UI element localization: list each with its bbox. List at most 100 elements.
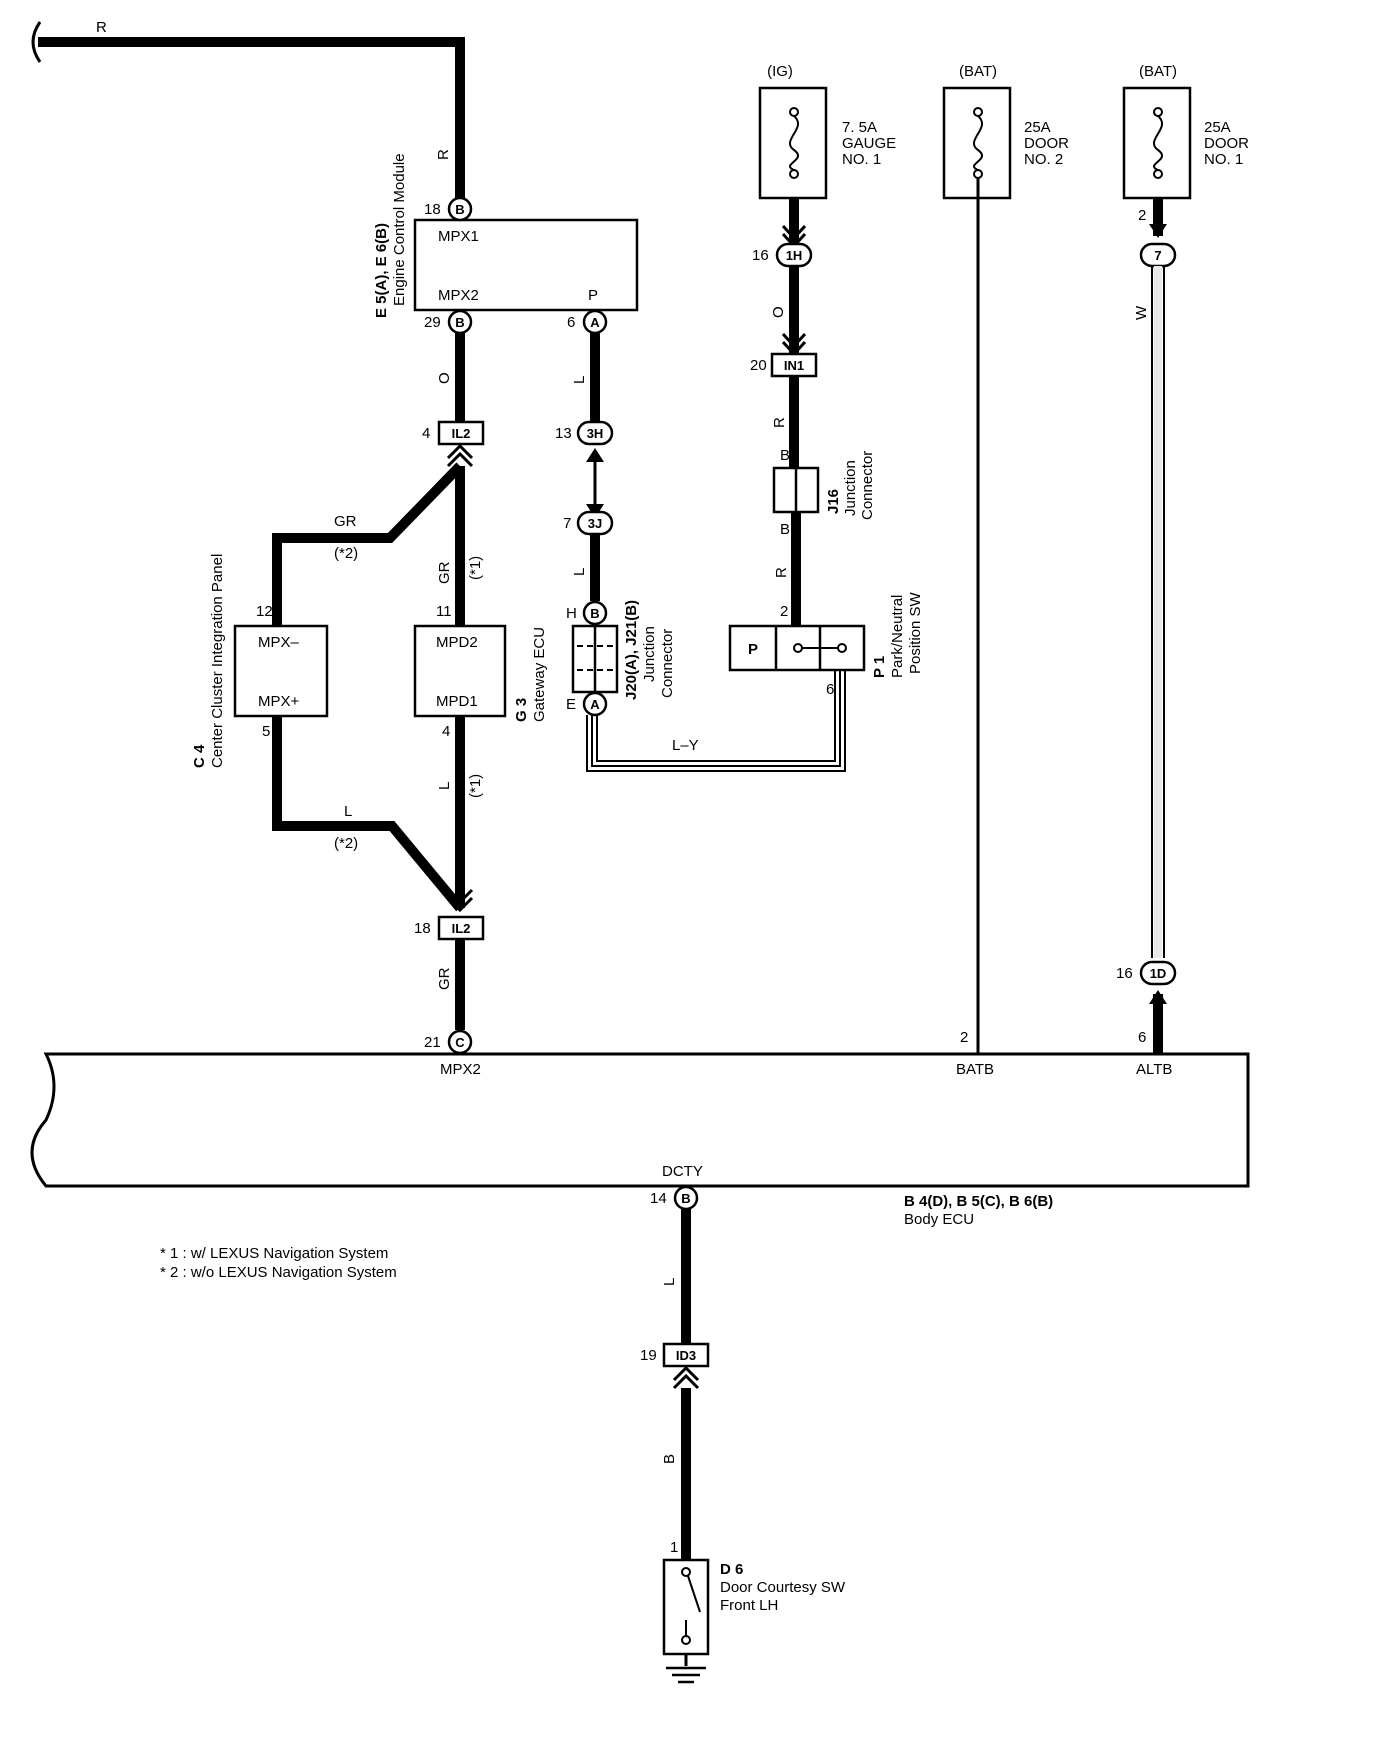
c4-mpx-minus: MPX– bbox=[258, 634, 300, 651]
pin-number: 1 bbox=[670, 1539, 678, 1556]
connector-label: A bbox=[590, 315, 600, 330]
connector-label: IL2 bbox=[452, 921, 471, 936]
wire-label: O bbox=[436, 372, 453, 384]
fuse-amp: 25A bbox=[1024, 119, 1051, 136]
wire-label: R bbox=[771, 417, 788, 428]
wire-label: L bbox=[436, 782, 453, 790]
connector-label: B bbox=[455, 202, 464, 217]
footnotes: * 1 : w/ LEXUS Navigation System * 2 : w… bbox=[160, 1245, 397, 1281]
body-ecu: C 21 MPX2 2 BATB ALTB DCTY B 14 B 4(D), … bbox=[30, 1029, 1250, 1228]
wire-label: O bbox=[770, 306, 787, 318]
fuse-door-no2: (BAT) 25A DOOR NO. 2 bbox=[942, 63, 1069, 1054]
engine-control-module: MPX1 MPX2 P E 5(A), E 6(B) Engine Contro… bbox=[373, 153, 639, 335]
wire-label: B bbox=[780, 521, 790, 538]
il2-bottom-connector: IL2 18 GR bbox=[414, 888, 485, 1030]
top-r-wire: R R bbox=[31, 19, 465, 200]
p1-ref: P 1 bbox=[871, 656, 888, 678]
g3-ref: G 3 bbox=[513, 698, 530, 722]
fuse-name: DOOR bbox=[1024, 135, 1069, 152]
fuse-name: NO. 2 bbox=[1024, 151, 1063, 168]
center-cluster-integration-panel: MPX– MPX+ 12 5 C 4 Center Cluster Integr… bbox=[191, 554, 329, 768]
connector-label: 1D bbox=[1150, 966, 1167, 981]
wire-label: L bbox=[571, 376, 588, 384]
pin-number: 18 bbox=[414, 920, 431, 937]
body-ecu-batb: BATB bbox=[956, 1061, 994, 1078]
wire-label: GR bbox=[436, 561, 453, 584]
wire-note: (*2) bbox=[334, 835, 358, 852]
p1-name: Position SW bbox=[907, 591, 924, 674]
wire-note: (*1) bbox=[467, 774, 484, 798]
pin-number: 4 bbox=[442, 723, 450, 740]
connector-label: 7 bbox=[1154, 248, 1161, 263]
gauge-to-in1-wire: 1H 16 O IN1 20 R B bbox=[750, 198, 818, 468]
pin-number: 29 bbox=[424, 314, 441, 331]
j20-name: Junction bbox=[641, 626, 658, 682]
pin-number: E bbox=[566, 696, 576, 713]
pin-number: 6 bbox=[567, 314, 575, 331]
pin-number: 2 bbox=[780, 603, 788, 620]
d6-name: Front LH bbox=[720, 1597, 778, 1614]
fuse-icon bbox=[1152, 115, 1164, 171]
fuse-icon bbox=[972, 115, 984, 171]
wire-label: GR bbox=[334, 513, 357, 530]
park-neutral-position-switch: P 6 P 1 Park/Neutral Position SW bbox=[728, 591, 924, 698]
pin-number: 4 bbox=[422, 425, 430, 442]
footnote: * 1 : w/ LEXUS Navigation System bbox=[160, 1245, 388, 1262]
c4-mpx-plus: MPX+ bbox=[258, 693, 300, 710]
body-ecu-altb: ALTB bbox=[1136, 1061, 1172, 1078]
mpx-bus-network: GR (*2) GR (*1) L (*1) L (*2) bbox=[272, 462, 484, 912]
fuse-icon bbox=[788, 115, 800, 171]
c4-ref: C 4 bbox=[191, 744, 208, 768]
l-line-to-junction: L 3H 13 3J 7 L bbox=[555, 333, 614, 601]
pin-number: 5 bbox=[262, 723, 270, 740]
j20-ref: J20(A), J21(B) bbox=[623, 600, 640, 700]
pin-number: 20 bbox=[750, 357, 767, 374]
pin-number: 19 bbox=[640, 1347, 657, 1364]
junction-connector-j16: J16 Junction Connector bbox=[772, 451, 876, 520]
fuse-name: NO. 1 bbox=[1204, 151, 1243, 168]
connector-label: 3J bbox=[588, 516, 602, 531]
fuse-name: DOOR bbox=[1204, 135, 1249, 152]
wire-label: R bbox=[435, 149, 452, 160]
fuse-amp: 7. 5A bbox=[842, 119, 877, 136]
pin-number: 16 bbox=[752, 247, 769, 264]
body-ecu-mpx2: MPX2 bbox=[440, 1061, 481, 1078]
pin-number: 11 bbox=[436, 603, 452, 620]
connector-label: IL2 bbox=[452, 426, 471, 441]
l-y-wire: L–Y bbox=[586, 668, 846, 772]
pin-number: 21 bbox=[424, 1034, 441, 1051]
c4-name: Center Cluster Integration Panel bbox=[209, 554, 226, 768]
connector-label: C bbox=[455, 1035, 465, 1050]
il2-top-connector: IL2 4 bbox=[422, 420, 485, 468]
j16-name: Junction bbox=[842, 460, 859, 516]
wire-label: GR bbox=[436, 967, 453, 990]
footnote: * 2 : w/o LEXUS Navigation System bbox=[160, 1264, 397, 1281]
d6-name: Door Courtesy SW bbox=[720, 1579, 846, 1596]
wire-label: L bbox=[661, 1278, 678, 1286]
connector-1d bbox=[1139, 960, 1177, 986]
ecm-to-il2-wire: O bbox=[436, 333, 465, 422]
ecm-name: Engine Control Module bbox=[391, 153, 408, 306]
pin-number: 7 bbox=[563, 515, 571, 532]
body-ecu-ref: B 4(D), B 5(C), B 6(B) bbox=[904, 1193, 1053, 1210]
j16-ref: J16 bbox=[825, 489, 842, 514]
connector-label: ID3 bbox=[676, 1348, 696, 1363]
connector-label: B bbox=[455, 315, 464, 330]
w-wire: 7 W 1D 16 6 bbox=[1116, 242, 1177, 1054]
body-ecu-name: Body ECU bbox=[904, 1211, 974, 1228]
connector-label: IN1 bbox=[784, 358, 804, 373]
connector-3h bbox=[576, 420, 614, 446]
connector-label: A bbox=[590, 697, 600, 712]
pin-number: 14 bbox=[650, 1190, 667, 1207]
pin-number: 13 bbox=[555, 425, 572, 442]
wire-label: L bbox=[344, 803, 352, 820]
ecm-ref: E 5(A), E 6(B) bbox=[373, 223, 390, 318]
door-courtesy-switch: D 6 Door Courtesy SW Front LH bbox=[662, 1558, 846, 1684]
wire-label: L–Y bbox=[672, 737, 699, 754]
power-source-label: (BAT) bbox=[959, 63, 997, 80]
wire-label: L bbox=[571, 568, 588, 576]
ecm-mpx2-label: MPX2 bbox=[438, 287, 479, 304]
wire-label: B bbox=[661, 1454, 678, 1464]
fuse-gauge-no1: (IG) 7. 5A GAUGE NO. 1 bbox=[758, 63, 896, 200]
